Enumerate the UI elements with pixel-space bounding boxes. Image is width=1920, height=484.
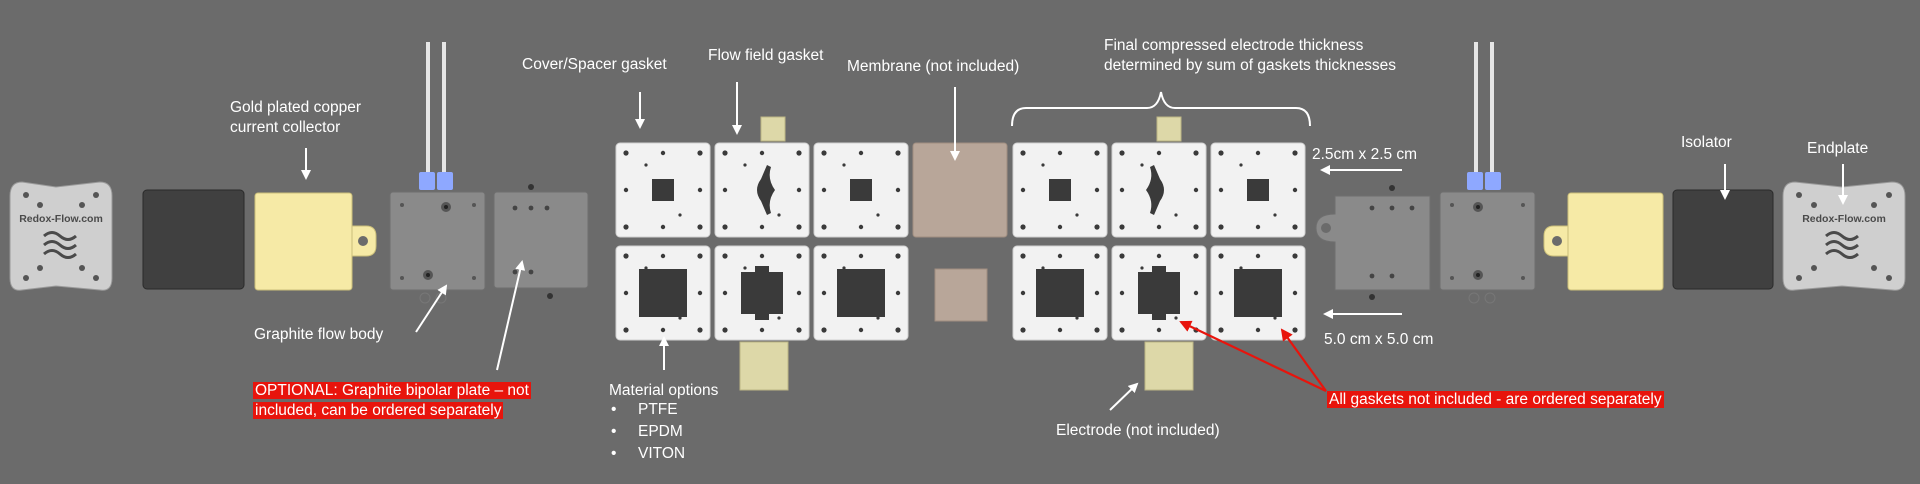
material-item-epdm: EPDM — [608, 421, 685, 443]
label-compressed-thickness: Final compressed electrode thickness det… — [1104, 36, 1396, 76]
label-compressed-line2: determined by sum of gaskets thicknesses — [1104, 57, 1397, 74]
label-gaskets-note: All gaskets not included - are ordered s… — [1327, 390, 1664, 410]
label-gold-collector-line1: Gold plated copper — [230, 99, 361, 116]
label-gold-collector-line2: current collector — [230, 119, 341, 136]
label-endplate: Endplate — [1807, 140, 1869, 157]
label-cover-spacer-gasket: Cover/Spacer gasket — [522, 56, 667, 73]
red-arrow-cover — [1280, 328, 1327, 392]
label-isolator: Isolator — [1681, 134, 1732, 151]
left-bipolar-plate — [493, 184, 589, 299]
left-endplate: Redox-Flow.com — [9, 181, 113, 291]
right-bipolar-plate — [1315, 185, 1431, 300]
large-flow-field-gasket-right — [1111, 245, 1207, 341]
small-felt-left — [760, 116, 786, 142]
small-cover-gasket-right — [1210, 142, 1306, 238]
red-arrows — [1179, 320, 1327, 392]
label-optional-bipolar-plate: OPTIONAL: Graphite bipolar plate – not i… — [253, 381, 531, 421]
left-endplate-logo-text: Redox-Flow.com — [19, 213, 103, 225]
right-endplate: Redox-Flow.com — [1782, 181, 1906, 291]
label-gaskets-note-text: All gaskets not included - are ordered s… — [1327, 391, 1664, 408]
large-spacer-gasket-left — [813, 245, 909, 341]
small-flow-field-gasket-left — [714, 142, 810, 238]
large-cover-gasket-right — [1210, 245, 1306, 341]
right-isolator — [1672, 189, 1774, 290]
label-gold-collector: Gold plated copper current collector — [230, 98, 361, 138]
small-flow-field-gasket-right — [1111, 142, 1207, 238]
membrane-large — [912, 142, 1008, 238]
material-options-list: PTFE EPDM VITON — [608, 399, 685, 465]
pointer-arrows — [301, 82, 1848, 411]
right-gold-collector — [1543, 192, 1664, 291]
left-graphite-flow-body — [389, 42, 486, 304]
compressed-thickness-brace — [1011, 91, 1311, 127]
label-graphite-flow-body: Graphite flow body — [254, 326, 384, 343]
arrow-bipolar-plate — [496, 260, 526, 371]
right-graphite-flow-body — [1439, 42, 1536, 304]
material-item-ptfe: PTFE — [608, 399, 685, 421]
label-membrane: Membrane (not included) — [847, 58, 1020, 75]
membrane-small — [934, 268, 988, 322]
small-felt-right — [1156, 116, 1182, 142]
label-flow-field-gasket: Flow field gasket — [708, 47, 824, 64]
label-optional-line1: OPTIONAL: Graphite bipolar plate – not — [253, 382, 531, 399]
large-felt-left — [739, 341, 789, 391]
arrow-electrode — [1109, 382, 1139, 411]
large-cover-gasket-left — [615, 245, 711, 341]
large-felt-right — [1144, 341, 1194, 391]
small-spacer-gasket-right — [1012, 142, 1108, 238]
left-isolator — [142, 189, 245, 290]
large-spacer-gasket-right — [1012, 245, 1108, 341]
small-cover-gasket-left — [615, 142, 711, 238]
large-flow-field-gasket-left — [714, 245, 810, 341]
label-material-options: Material options — [609, 382, 719, 399]
arrow-graphite-flow-body — [415, 284, 448, 333]
material-item-viton: VITON — [608, 443, 685, 465]
label-electrode: Electrode (not included) — [1056, 422, 1220, 439]
label-size-large: 5.0 cm x 5.0 cm — [1324, 331, 1434, 348]
label-compressed-line1: Final compressed electrode thickness — [1104, 37, 1364, 54]
label-size-small: 2.5cm x 2.5 cm — [1312, 146, 1418, 163]
label-optional-line2: included, can be ordered separately — [253, 402, 504, 419]
red-arrow-flow-field — [1179, 320, 1327, 392]
left-gold-collector — [254, 192, 377, 291]
right-endplate-logo-text: Redox-Flow.com — [1802, 213, 1886, 225]
small-spacer-gasket-left — [813, 142, 909, 238]
